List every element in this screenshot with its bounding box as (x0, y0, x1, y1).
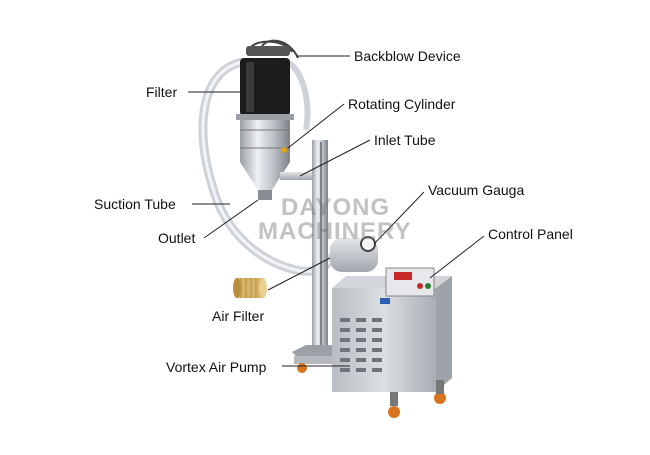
rotating-cylinder (240, 120, 290, 162)
label-vortex-air-pump: Vortex Air Pump (166, 359, 267, 375)
control-box-vents (340, 318, 382, 372)
control-box-badge (380, 298, 390, 304)
label-control-panel: Control Panel (488, 226, 573, 242)
backblow-device (246, 46, 290, 56)
label-air-filter: Air Filter (212, 308, 265, 324)
leader-outlet (203, 199, 259, 239)
label-inlet-tube: Inlet Tube (374, 132, 436, 148)
label-vacuum-gauga: Vacuum Gauga (428, 182, 525, 198)
leader-lines (188, 55, 485, 367)
label-filter: Filter (146, 84, 178, 100)
filter-shine (246, 62, 254, 112)
control-panel-button (417, 283, 423, 289)
label-suction-tube: Suction Tube (94, 196, 176, 212)
label-outlet: Outlet (158, 230, 196, 246)
outlet-cone (240, 162, 290, 190)
label-backblow-device: Backblow Device (354, 48, 461, 64)
rotating-cylinder-valve (281, 147, 287, 153)
label-rotating-cylinder: Rotating Cylinder (348, 96, 456, 112)
leader-rotating-cylinder (287, 103, 345, 149)
leader-control-panel (429, 235, 485, 279)
leader-inlet-tube (299, 139, 371, 177)
filter-clamp (236, 114, 294, 120)
control-panel-button-2 (425, 283, 431, 289)
watermark-line-2: MACHINERY (258, 218, 412, 245)
air-filter-cartridge (233, 278, 267, 298)
leader-vacuum-gauga (373, 191, 425, 245)
vacuum-gauge (360, 236, 376, 252)
leader-air-filter (267, 257, 331, 291)
control-panel-display (394, 272, 412, 280)
watermark-line-1: DAYONG (281, 194, 391, 221)
outlet (258, 190, 272, 200)
